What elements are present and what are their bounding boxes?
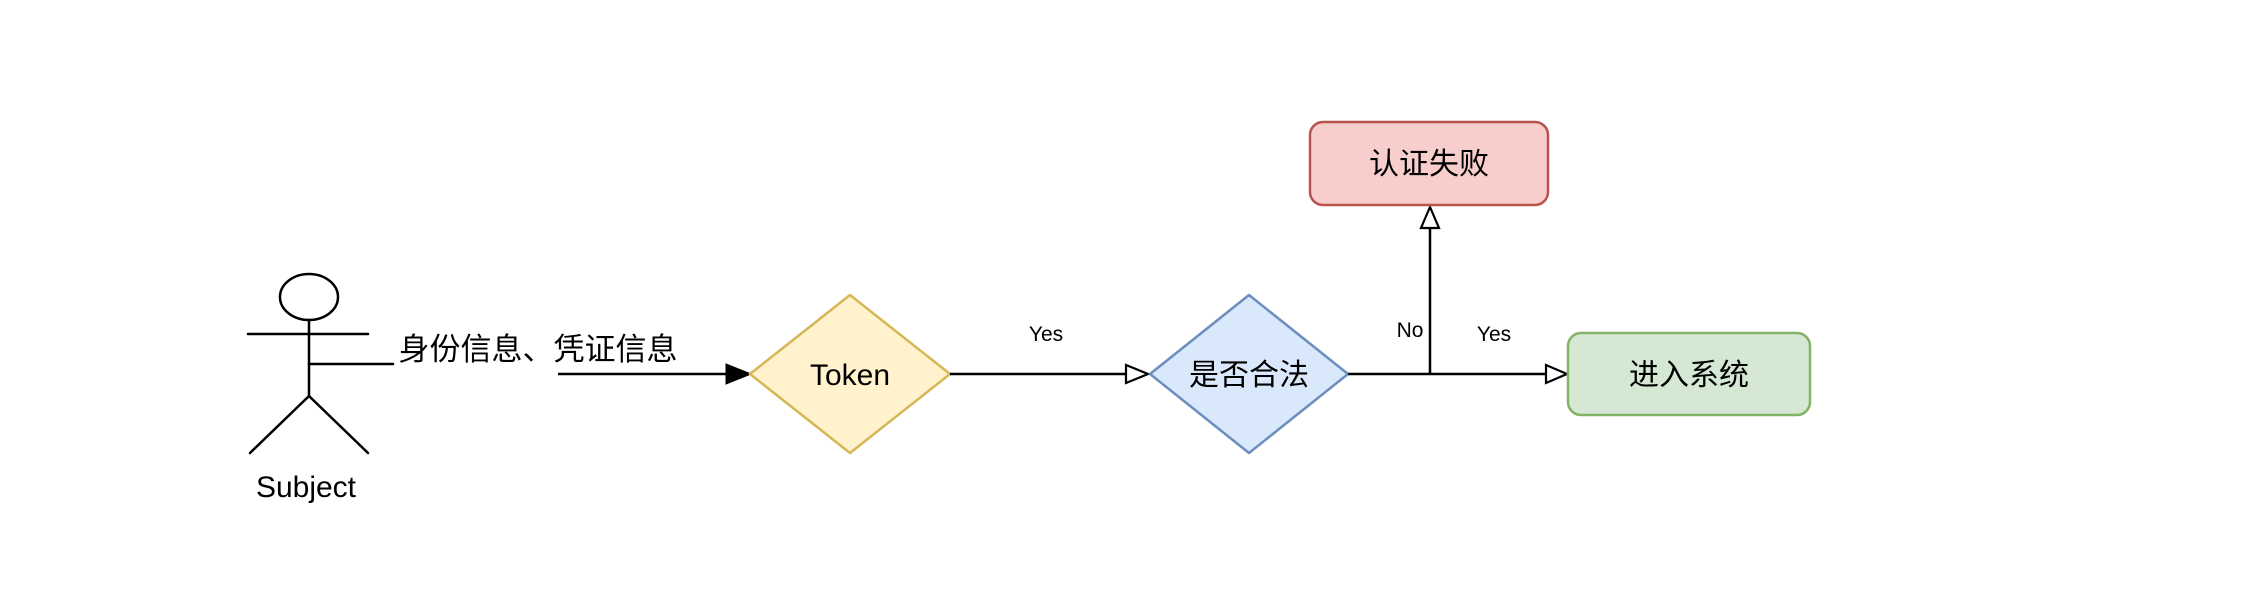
actor-leg-right: [307, 394, 370, 455]
token-label: Token: [810, 359, 890, 392]
arrowhead-open-icon: [1124, 363, 1151, 385]
edge-label-yes: Yes: [1477, 323, 1511, 346]
arrowhead-open-icon: [1419, 204, 1441, 230]
edge-valid-to-enter: Yes: [1348, 323, 1570, 385]
is-valid-label: 是否合法: [1189, 359, 1309, 392]
edge-subject-to-token: [558, 363, 753, 385]
actor-label: Subject: [256, 471, 357, 504]
auth-failed-box-shape: [1308, 120, 1550, 207]
message-annotation: 身份信息、凭证信息: [399, 332, 678, 367]
enter-system-label: 进入系统: [1629, 359, 1749, 392]
auth-failed-label: 认证失败: [1369, 148, 1489, 181]
token-diamond-shape: [748, 293, 952, 455]
edge-label-no: No: [1397, 319, 1424, 342]
actor-figure: Subject: [246, 272, 395, 504]
node-is-valid: 是否合法: [1148, 293, 1350, 455]
edge-valid-to-failed: No: [1397, 204, 1441, 374]
edge-label-yes: Yes: [1029, 323, 1063, 346]
node-enter-system: 进入系统: [1566, 331, 1812, 417]
enter-system-box-shape: [1566, 331, 1812, 417]
is-valid-diamond-shape: [1148, 293, 1350, 455]
actor-leg-left: [248, 394, 311, 455]
arrowhead-solid-icon: [725, 363, 753, 385]
node-token: Token: [748, 293, 952, 455]
arrowhead-open-icon: [1544, 363, 1570, 385]
node-auth-failed: 认证失败: [1308, 120, 1550, 207]
edge-token-to-valid: Yes: [950, 323, 1151, 385]
